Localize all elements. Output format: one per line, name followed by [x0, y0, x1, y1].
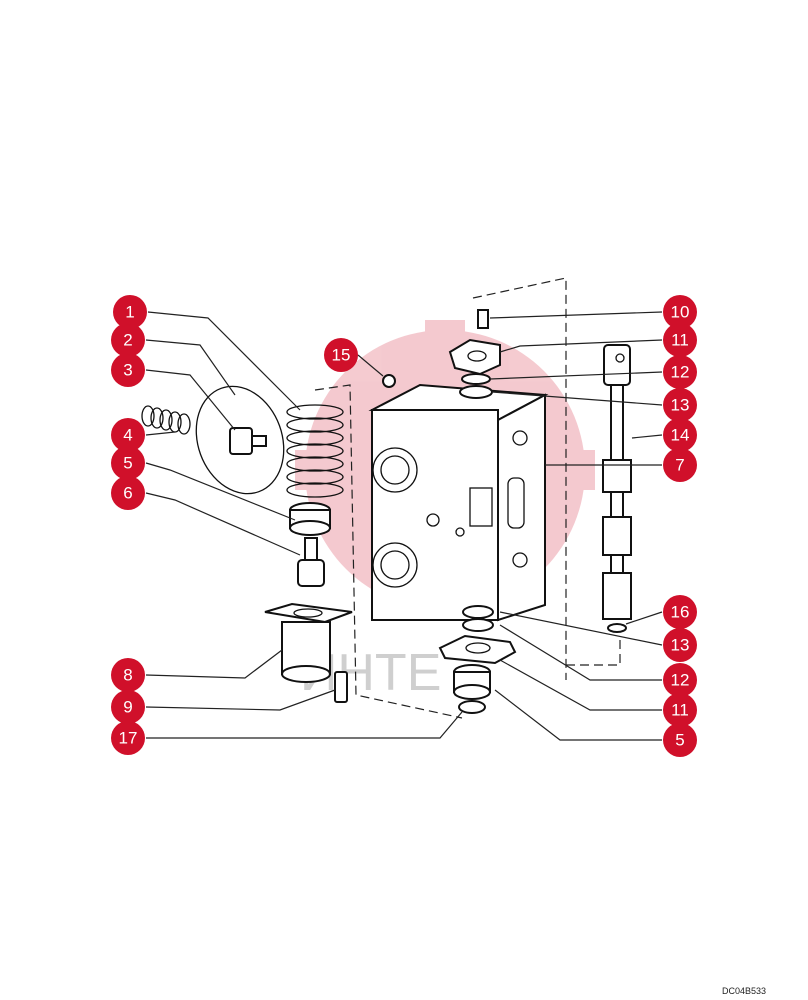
- callout-12-bottom: 12: [663, 663, 697, 697]
- plunger: [229, 427, 267, 455]
- check-ball: [382, 374, 396, 388]
- callout-8: 8: [111, 658, 145, 692]
- callout-label: 10: [671, 303, 690, 322]
- callout-11-bottom: 11: [663, 693, 697, 727]
- top-seal-stack: [448, 309, 501, 399]
- callout-17: 17: [111, 721, 145, 755]
- callout-label: 14: [671, 426, 690, 445]
- callout-13-bottom: 13: [663, 628, 697, 662]
- callout-label: 4: [123, 426, 132, 445]
- assembly-guides: [314, 277, 621, 719]
- callout-label: 1: [125, 303, 134, 322]
- callout-label: 17: [119, 729, 138, 748]
- callout-3: 3: [111, 353, 145, 387]
- callout-label: 16: [671, 603, 690, 622]
- control-spool: [602, 344, 632, 633]
- callout-11-top: 11: [663, 323, 697, 357]
- callout-15: 15: [324, 338, 358, 372]
- callout-label: 12: [671, 363, 690, 382]
- callout-5-right: 5: [663, 723, 697, 757]
- callout-label: 5: [123, 454, 132, 473]
- o-ring: [195, 385, 285, 495]
- callout-label: 12: [671, 671, 690, 690]
- callout-7: 7: [663, 448, 697, 482]
- seal-ring: [458, 700, 486, 714]
- callout-label: 13: [671, 396, 690, 415]
- coil-spring: [286, 404, 344, 498]
- spring-seat: [289, 502, 331, 536]
- callout-6: 6: [111, 476, 145, 510]
- callout-13-top: 13: [663, 388, 697, 422]
- callout-9: 9: [111, 690, 145, 724]
- small-spring: [141, 405, 191, 435]
- valve-body: [368, 383, 549, 622]
- callout-label: 6: [123, 484, 132, 503]
- callout-label: 15: [332, 346, 351, 365]
- callout-label: 13: [671, 636, 690, 655]
- bottom-seal-stack: [438, 605, 517, 700]
- set-screw: [334, 671, 348, 703]
- callout-2: 2: [111, 323, 145, 357]
- callout-label: 8: [123, 666, 132, 685]
- callout-label: 2: [123, 331, 132, 350]
- callout-label: 3: [123, 361, 132, 380]
- callout-label: 5: [675, 731, 684, 750]
- callout-1: 1: [113, 295, 147, 329]
- callout-5-left: 5: [111, 446, 145, 480]
- callout-12-top: 12: [663, 355, 697, 389]
- callout-14: 14: [663, 418, 697, 452]
- callout-10: 10: [663, 295, 697, 329]
- callout-label: 11: [671, 701, 689, 720]
- drawing-code: DC04B533: [721, 986, 766, 996]
- callout-label: 7: [675, 456, 684, 475]
- callout-4: 4: [111, 418, 145, 452]
- leader-lines: [145, 311, 663, 741]
- end-cover: [264, 602, 353, 683]
- callout-label: 9: [123, 698, 132, 717]
- callout-16: 16: [663, 595, 697, 629]
- valve-poppet: [297, 537, 325, 587]
- callout-label: 11: [671, 331, 689, 350]
